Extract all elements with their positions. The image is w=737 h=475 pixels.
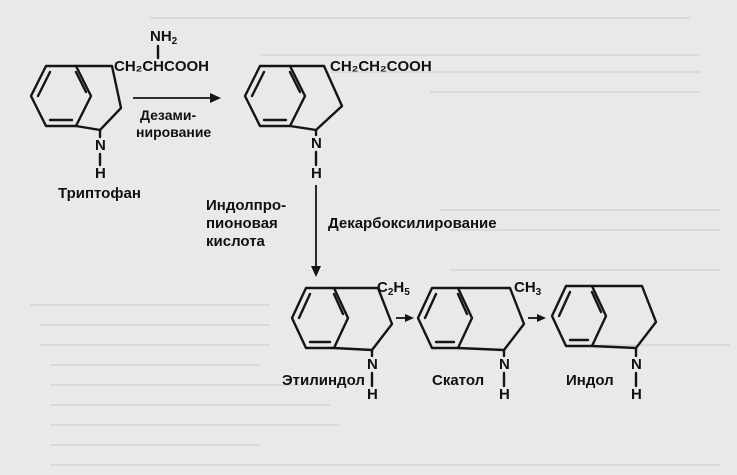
tryptophan-structure <box>29 44 160 167</box>
deamination-label-line2: нирование <box>136 124 212 140</box>
skatole-h-atom: H <box>499 386 510 403</box>
deamination-label-line1: Дезами- <box>140 107 197 123</box>
decarboxylation-label: Декарбоксилирование <box>328 215 497 232</box>
indolepropionic-acid-structure <box>243 64 344 167</box>
skatole-n-atom: N <box>499 356 510 373</box>
indolepropionic-side-chain: CH₂CH₂COOH <box>330 58 432 75</box>
ethylindole-to-skatole-arrow <box>396 314 414 322</box>
ethyl-group-formula: C2H5 <box>377 279 410 298</box>
ethylindole-structure <box>290 286 394 388</box>
methyl-group-formula: CH3 <box>514 279 542 298</box>
indolepropionic-label-line2: пионовая <box>206 215 278 232</box>
ethylindole-label: Этилиндол <box>282 372 365 389</box>
amino-group-formula: NH2 <box>150 28 178 47</box>
indolepropionic-h-atom: H <box>311 165 322 182</box>
skatole-label: Скатол <box>432 372 485 389</box>
indole-n-atom: N <box>631 356 642 373</box>
skatole-to-indole-arrow <box>528 314 546 322</box>
tryptophan-n-atom: N <box>95 137 106 154</box>
tryptophan-side-chain: CH₂CHCOOH <box>114 58 209 75</box>
indole-structure <box>550 284 658 388</box>
indolepropionic-n-atom: N <box>311 135 322 152</box>
ethylindole-h-atom: H <box>367 386 378 403</box>
background-text-lines <box>30 17 730 466</box>
indolepropionic-label-line1: Индолпро- <box>206 197 287 214</box>
indole-label: Индол <box>566 372 614 389</box>
indolepropionic-label-line3: кислота <box>206 233 265 250</box>
skatole-structure <box>416 286 526 388</box>
tryptophan-h-atom: H <box>95 165 106 182</box>
ethylindole-n-atom: N <box>367 356 378 373</box>
decarboxylation-arrow <box>311 185 321 277</box>
deamination-arrow <box>133 93 221 103</box>
indole-h-atom: H <box>631 386 642 403</box>
tryptophan-label: Триптофан <box>58 185 141 202</box>
